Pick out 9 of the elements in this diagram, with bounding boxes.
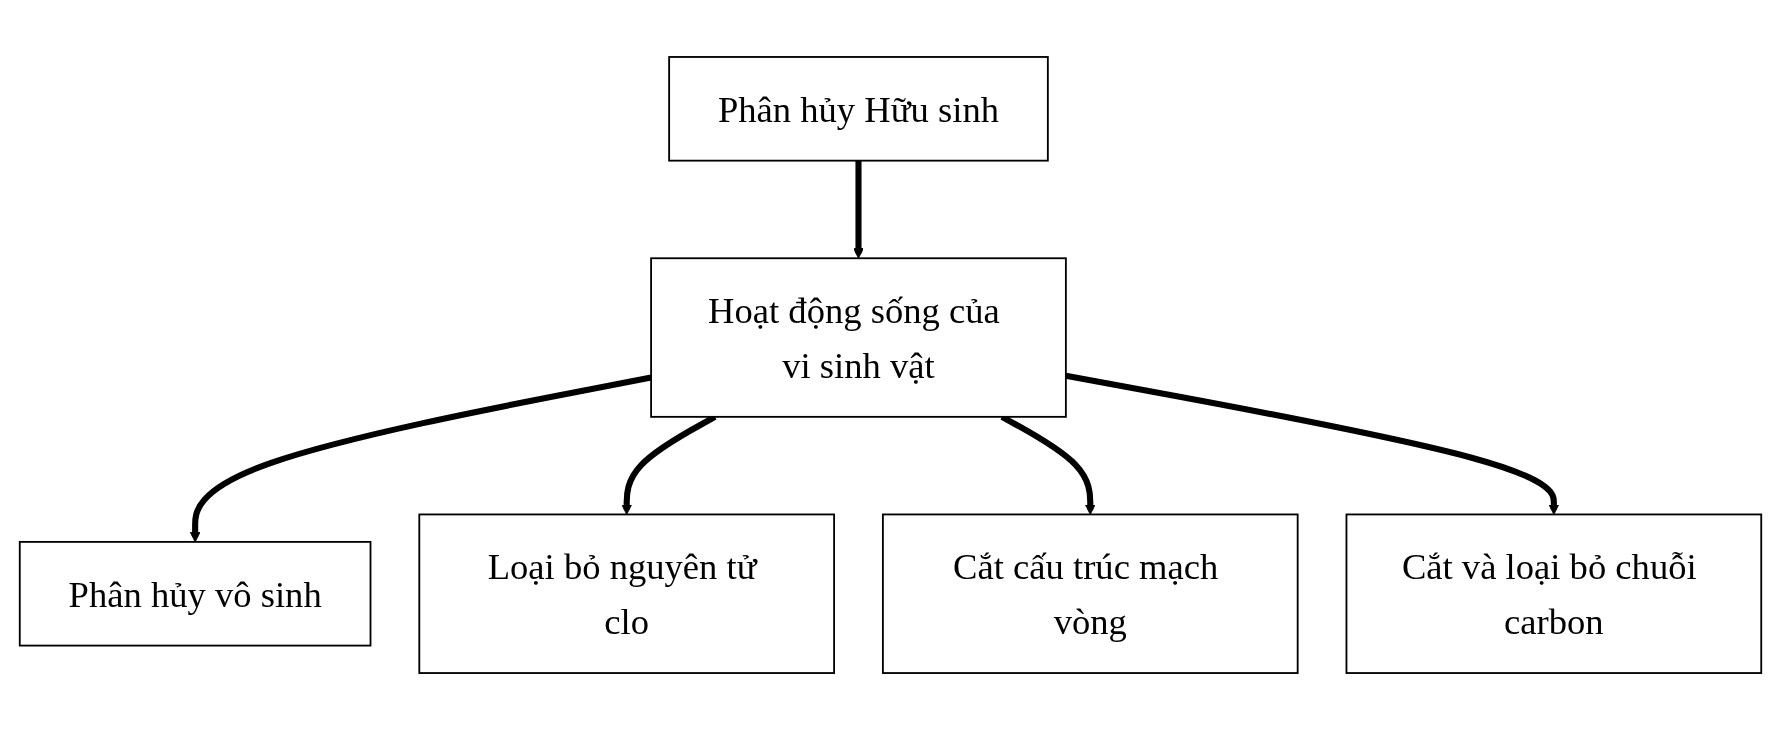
node-box: Loại bỏ nguyên tử clo <box>418 513 835 674</box>
node-box: Cắt cấu trúc mạch vòng <box>881 513 1299 674</box>
arrow <box>853 160 864 259</box>
node-box: Hoạt động sống của vi sinh vật <box>650 257 1067 418</box>
node-box: Cắt và loại bỏ chuỗi carbon <box>1345 513 1763 674</box>
arrow <box>1065 372 1560 515</box>
node-box: Phân hủy vô sinh <box>18 540 372 647</box>
arrow <box>189 374 652 543</box>
node-box: Phân hủy Hữu sinh <box>668 56 1049 162</box>
